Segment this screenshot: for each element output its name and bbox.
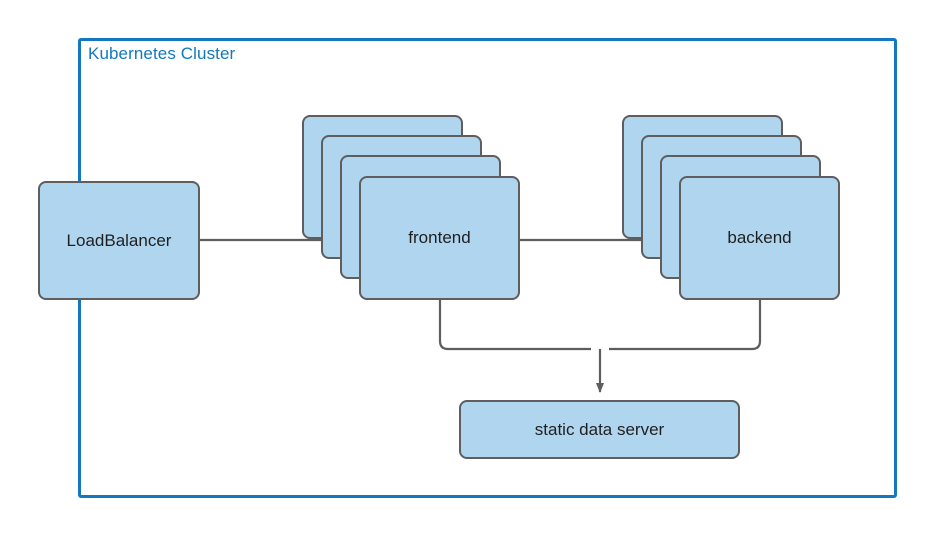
node-loadbalancer-label: LoadBalancer [66,230,172,250]
node-static-data-server-label: static data server [534,419,665,439]
node-backend-stack[interactable]: backend [622,115,840,300]
cluster-label: Kubernetes Cluster [88,44,236,63]
node-frontend-stack[interactable]: frontend [302,115,520,300]
node-frontend-label: frontend [408,228,471,247]
node-backend-label: backend [727,228,792,247]
frontend-replica-card-front[interactable]: frontend [359,176,520,300]
backend-replica-card-front[interactable]: backend [679,176,840,300]
node-static-data-server[interactable]: static data server [459,400,740,459]
node-loadbalancer[interactable]: LoadBalancer [38,181,200,300]
